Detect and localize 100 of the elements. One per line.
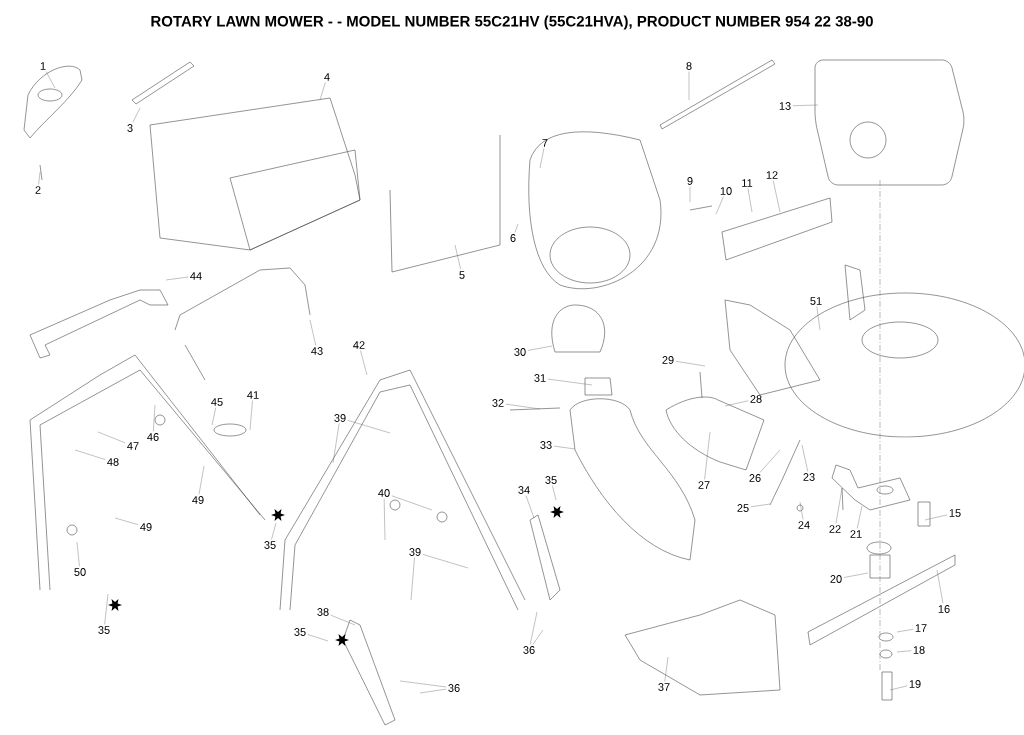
callout-number: 15 [949,509,961,517]
callout-number: 49 [192,496,204,504]
callout-number: 3 [127,124,133,132]
leader-line [896,629,914,633]
leader-line [889,685,908,691]
callout-number: 31 [534,374,546,382]
leader-line [773,180,781,213]
callout-number: 9 [687,177,693,185]
callout-number: 35 [264,541,276,549]
leader-line [360,350,368,376]
leader-line [553,445,576,450]
leader-line [114,517,139,525]
leader-line [132,107,141,123]
callout-number: 4 [324,73,330,81]
leader-line [391,495,433,511]
leader-line [896,650,912,653]
callout-number: 36 [523,646,535,654]
callout-number: 28 [750,395,762,403]
leader-line [532,629,544,645]
callout-number: 10 [720,187,732,195]
leader-line [525,495,535,519]
leader-line [704,431,711,480]
callout-number: 36 [448,684,460,692]
callout-number: 43 [311,347,323,355]
callout-number: 7 [542,139,548,147]
leader-line [792,104,819,106]
callout-number: 35 [98,626,110,634]
callout-number: 41 [247,391,259,399]
callout-number: 37 [658,683,670,691]
callout-number: 42 [353,341,365,349]
leader-line [422,554,469,569]
callout-number: 38 [317,608,329,616]
leader-line [530,611,538,645]
leader-line [675,361,706,367]
leader-line [165,276,189,281]
leader-line [74,449,106,460]
leader-line [307,634,329,642]
callout-number: 33 [540,441,552,449]
leader-line [750,503,771,508]
callout-number: 45 [211,398,223,406]
callout-number: 49 [140,523,152,531]
callout-number: 32 [492,399,504,407]
callout-number: 48 [107,458,119,466]
callout-number: 46 [147,433,159,441]
callout-number: 16 [938,605,950,613]
callout-number: 22 [829,525,841,533]
leader-line [547,378,593,386]
leader-line [835,487,843,524]
callout-number: 51 [810,297,822,305]
leader-line [410,557,415,601]
leader-line [399,680,447,688]
callout-number: 25 [737,504,749,512]
leader-line [383,498,386,541]
callout-number: 17 [915,624,927,632]
leader-line [715,196,724,215]
callout-number: 12 [766,171,778,179]
callout-number: 19 [909,680,921,688]
leader-line [198,465,205,495]
callout-number: 6 [510,234,516,242]
leader-line [724,400,749,407]
leader-line [347,420,391,434]
leader-line [664,656,669,682]
leader-line [419,688,447,694]
callout-number: 40 [378,489,390,497]
callout-number: 44 [190,272,202,280]
callout-number: 24 [798,521,810,529]
callout-number: 29 [662,356,674,364]
leader-line [332,423,340,464]
callout-number: 35 [294,628,306,636]
leader-line [816,306,821,331]
callout-number: 35 [545,476,557,484]
callout-number: 26 [749,474,761,482]
leader-line [857,505,863,529]
leader-line [924,514,948,521]
callout-number: 34 [518,486,530,494]
callout-number: 20 [830,575,842,583]
leader-line [514,223,519,233]
callout-number: 30 [514,348,526,356]
callout-number: 11 [742,179,753,187]
callout-number: 5 [459,271,465,279]
callout-number: 39 [409,548,421,556]
leader-line [936,569,944,604]
callout-number: 21 [850,530,862,538]
leader-line [97,431,126,444]
leader-line [249,400,253,431]
leader-line [843,572,869,578]
callout-number: 18 [913,646,925,654]
callout-number: 23 [803,473,815,481]
callout-number: 13 [779,102,791,110]
leader-line [153,404,156,432]
leader-line [309,319,316,346]
leader-line [505,403,541,410]
title: ROTARY LAWN MOWER - - MODEL NUMBER 55C21HV (55C21HVA), PRODUCT NUMBER 954 22 38-90 [151,15,873,30]
leader-line [319,82,326,101]
leader-line [759,449,781,473]
leader-line [747,188,753,213]
leader-line [330,614,356,626]
leader-line [38,171,41,185]
leader-line [454,244,461,270]
callout-number: 47 [127,442,139,450]
